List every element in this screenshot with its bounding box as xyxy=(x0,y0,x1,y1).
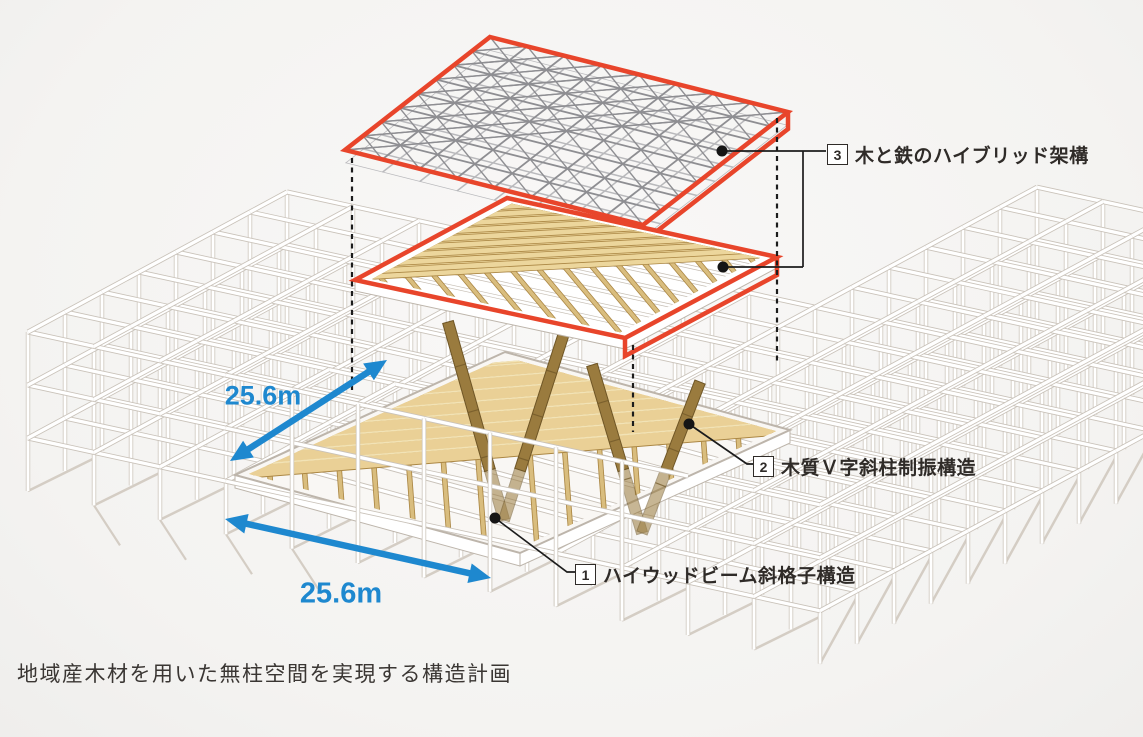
annotation-text-2: 木質Ｖ字斜柱制振構造 xyxy=(781,458,977,479)
steel-truss-layer xyxy=(339,34,794,247)
annotation-text-1: ハイウッドビーム斜格子構造 xyxy=(603,566,856,587)
leader-lines xyxy=(489,145,826,573)
dimension-arrows xyxy=(225,360,491,583)
diagram-caption: 地域産木材を用いた無柱空間を実現する構造計画 xyxy=(17,663,512,686)
dimension-label-width: 25.6m xyxy=(299,577,383,610)
annotation-wood-lattice: 1 ハイウッドビーム斜格子構造 xyxy=(575,561,856,588)
front-frame-overlay xyxy=(225,372,689,621)
annotation-number-1: 1 xyxy=(575,564,596,585)
dimension-label-depth: 25.6m xyxy=(224,380,302,411)
annotation-hybrid-frame: 3 木と鉄のハイブリッド架構 xyxy=(827,141,1089,168)
annotation-text-3: 木と鉄のハイブリッド架構 xyxy=(855,146,1089,167)
annotation-number-2: 2 xyxy=(753,456,774,477)
v-columns xyxy=(442,319,706,536)
annotation-number-3: 3 xyxy=(827,144,848,165)
annotation-v-columns: 2 木質Ｖ字斜柱制振構造 xyxy=(753,453,976,480)
wood-deck-layer xyxy=(348,195,784,360)
projection-lines xyxy=(350,118,779,432)
